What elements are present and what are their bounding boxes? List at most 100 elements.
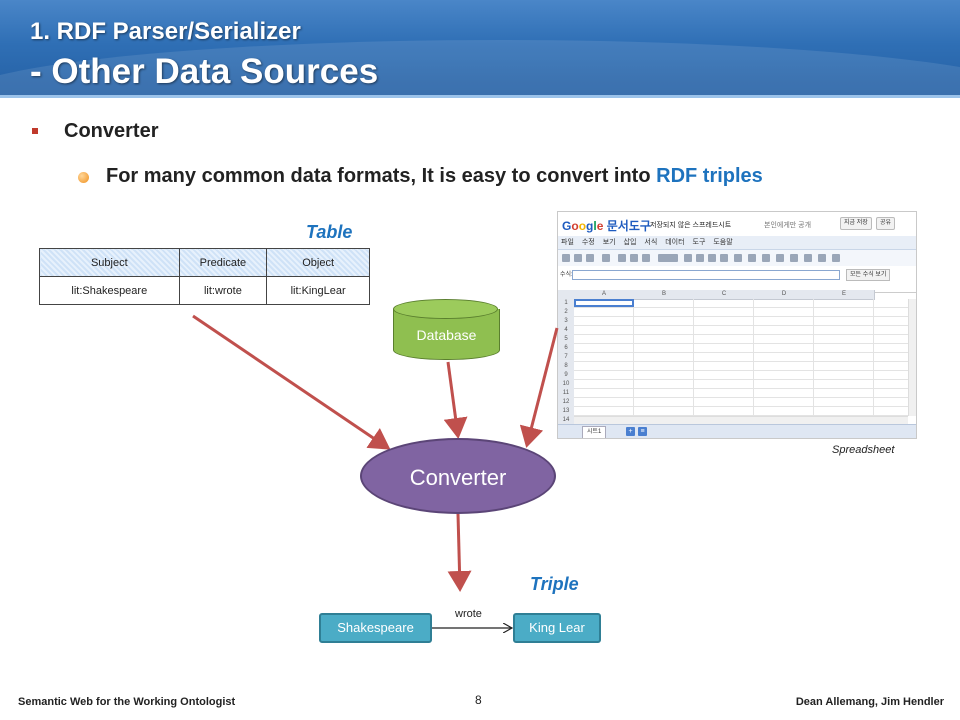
number-format-icon[interactable] — [642, 254, 650, 262]
table-header-subject: Subject — [39, 248, 180, 277]
strikethrough-icon[interactable] — [696, 254, 704, 262]
chart-icon[interactable] — [818, 254, 826, 262]
table-cell-predicate: lit:wrote — [178, 276, 268, 305]
title-bar: 1. RDF Parser/Serializer - Other Data So… — [0, 0, 960, 98]
square-bullet-icon — [32, 128, 38, 134]
filter-icon[interactable] — [832, 254, 840, 262]
grid-row-line — [574, 325, 908, 326]
arrow-database-to-converter — [443, 361, 468, 439]
grid-row-line — [574, 406, 908, 407]
grid-row-line — [574, 388, 908, 389]
spreadsheet-screenshot: Google 문서도구 저장되지 않은 스프레드시트 본인에게만 공개 지금 저… — [557, 211, 917, 439]
subject-node: Shakespeare — [319, 613, 432, 643]
grid-row-line — [574, 343, 908, 344]
formula-input[interactable] — [572, 270, 840, 280]
grid-column-line — [753, 299, 754, 425]
database-label: Database — [416, 327, 477, 343]
grid-row-line — [574, 415, 908, 416]
percent-icon[interactable] — [630, 254, 638, 262]
share-note: 본인에게만 공개 — [764, 222, 812, 229]
page-number: 8 — [475, 693, 482, 707]
currency-icon[interactable] — [618, 254, 626, 262]
table-label: Table — [306, 222, 353, 242]
print-icon[interactable] — [562, 254, 570, 262]
add-sheet-icon[interactable]: + — [626, 427, 635, 436]
fill-color-icon[interactable] — [720, 254, 728, 262]
merge-icon[interactable] — [748, 254, 756, 262]
menu-insert[interactable]: 삽입 — [623, 239, 637, 246]
rdf-triples-highlight: RDF triples — [656, 165, 763, 187]
sum-icon[interactable] — [804, 254, 812, 262]
grid-row-line — [574, 352, 908, 353]
vertical-scrollbar[interactable] — [908, 299, 916, 416]
bullet-level2-text: For many common data formats, It is easy… — [106, 165, 657, 187]
save-now-button[interactable]: 지금 저장 — [840, 217, 872, 230]
menu-file[interactable]: 파일 — [561, 239, 574, 246]
show-all-formulas-button[interactable]: 모든 수식 보기 — [846, 269, 891, 281]
sheet-list-icon[interactable]: ≡ — [638, 427, 647, 436]
selected-cell[interactable] — [574, 299, 634, 307]
rdf-table: Subject Predicate Object lit:Shakespeare… — [39, 248, 370, 305]
circle-bullet-icon — [78, 172, 89, 183]
menu-edit[interactable]: 수정 — [581, 239, 595, 246]
arrow-converter-to-triple — [447, 513, 472, 592]
spreadsheet-menubar: 파일 수정 보기 삽입 서식 데이터 도구 도움말 — [558, 236, 916, 250]
menu-data[interactable]: 데이터 — [665, 239, 685, 246]
grid-row-line — [574, 334, 908, 335]
converter-label: Converter — [409, 465, 507, 490]
spreadsheet-topbar: Google 문서도구 저장되지 않은 스프레드시트 본인에게만 공개 지금 저… — [558, 212, 916, 236]
header-divider — [0, 95, 960, 98]
grid-column-line — [873, 299, 874, 425]
grid-column-line — [693, 299, 694, 425]
footer-book-title: Semantic Web for the Working Ontologist — [18, 696, 236, 708]
sheet-tab-bar: 시트1 + ≡ — [558, 424, 916, 438]
share-button[interactable]: 공유 — [876, 217, 896, 230]
borders-icon[interactable] — [734, 254, 742, 262]
table-cell-subject: lit:Shakespeare — [39, 276, 180, 305]
arrow-table-to-converter — [192, 314, 391, 450]
text-color-icon[interactable] — [708, 254, 716, 262]
menu-view[interactable]: 보기 — [602, 239, 616, 246]
formula-label: 수식: — [560, 272, 573, 278]
table-row: lit:Shakespeare lit:wrote lit:KingLear — [39, 276, 370, 305]
grid-row-line — [574, 379, 908, 380]
paint-format-icon[interactable] — [602, 254, 610, 262]
grid-column-line — [813, 299, 814, 425]
arrow-spreadsheet-to-converter — [519, 327, 559, 448]
undo-icon[interactable] — [574, 254, 582, 262]
table-cell-object: lit:KingLear — [266, 276, 370, 305]
menu-help[interactable]: 도움말 — [713, 239, 733, 246]
sheet-tab[interactable]: 시트1 — [582, 426, 607, 438]
bold-icon[interactable] — [684, 254, 692, 262]
bullet-level1: Converter — [64, 120, 159, 142]
bullet-level2: For many common data formats, It is easy… — [106, 165, 763, 188]
converter-ellipse: Converter — [360, 438, 556, 514]
grid-row-line — [574, 397, 908, 398]
spreadsheet-toolbar — [558, 250, 916, 267]
table-header-predicate: Predicate — [178, 248, 268, 277]
grid-row-line — [574, 316, 908, 317]
object-node: King Lear — [513, 613, 601, 643]
triple-label: Triple — [530, 574, 579, 594]
spreadsheet-label: Spreadsheet — [832, 444, 895, 456]
footer-authors: Dean Allemang, Jim Hendler — [795, 696, 944, 708]
slide-subtitle: - Other Data Sources — [30, 52, 379, 91]
slide-title: 1. RDF Parser/Serializer — [30, 18, 301, 45]
grid-row-line — [574, 307, 908, 308]
edge-label-wrote: wrote — [455, 608, 482, 620]
align-icon[interactable] — [762, 254, 770, 262]
horizontal-scrollbar[interactable] — [574, 416, 908, 425]
grid-row-line — [574, 370, 908, 371]
document-name: 저장되지 않은 스프레드시트 — [650, 222, 732, 229]
insert-icon[interactable] — [790, 254, 798, 262]
column-header[interactable]: E — [814, 290, 875, 300]
font-size-select-icon[interactable] — [658, 254, 678, 262]
grid-column-line — [633, 299, 634, 425]
google-docs-logo: Google 문서도구 — [562, 219, 651, 233]
menu-format[interactable]: 서식 — [644, 239, 658, 246]
database-cylinder: Database — [393, 299, 500, 361]
redo-icon[interactable] — [586, 254, 594, 262]
wrap-icon[interactable] — [776, 254, 784, 262]
menu-tools[interactable]: 도구 — [692, 239, 706, 246]
